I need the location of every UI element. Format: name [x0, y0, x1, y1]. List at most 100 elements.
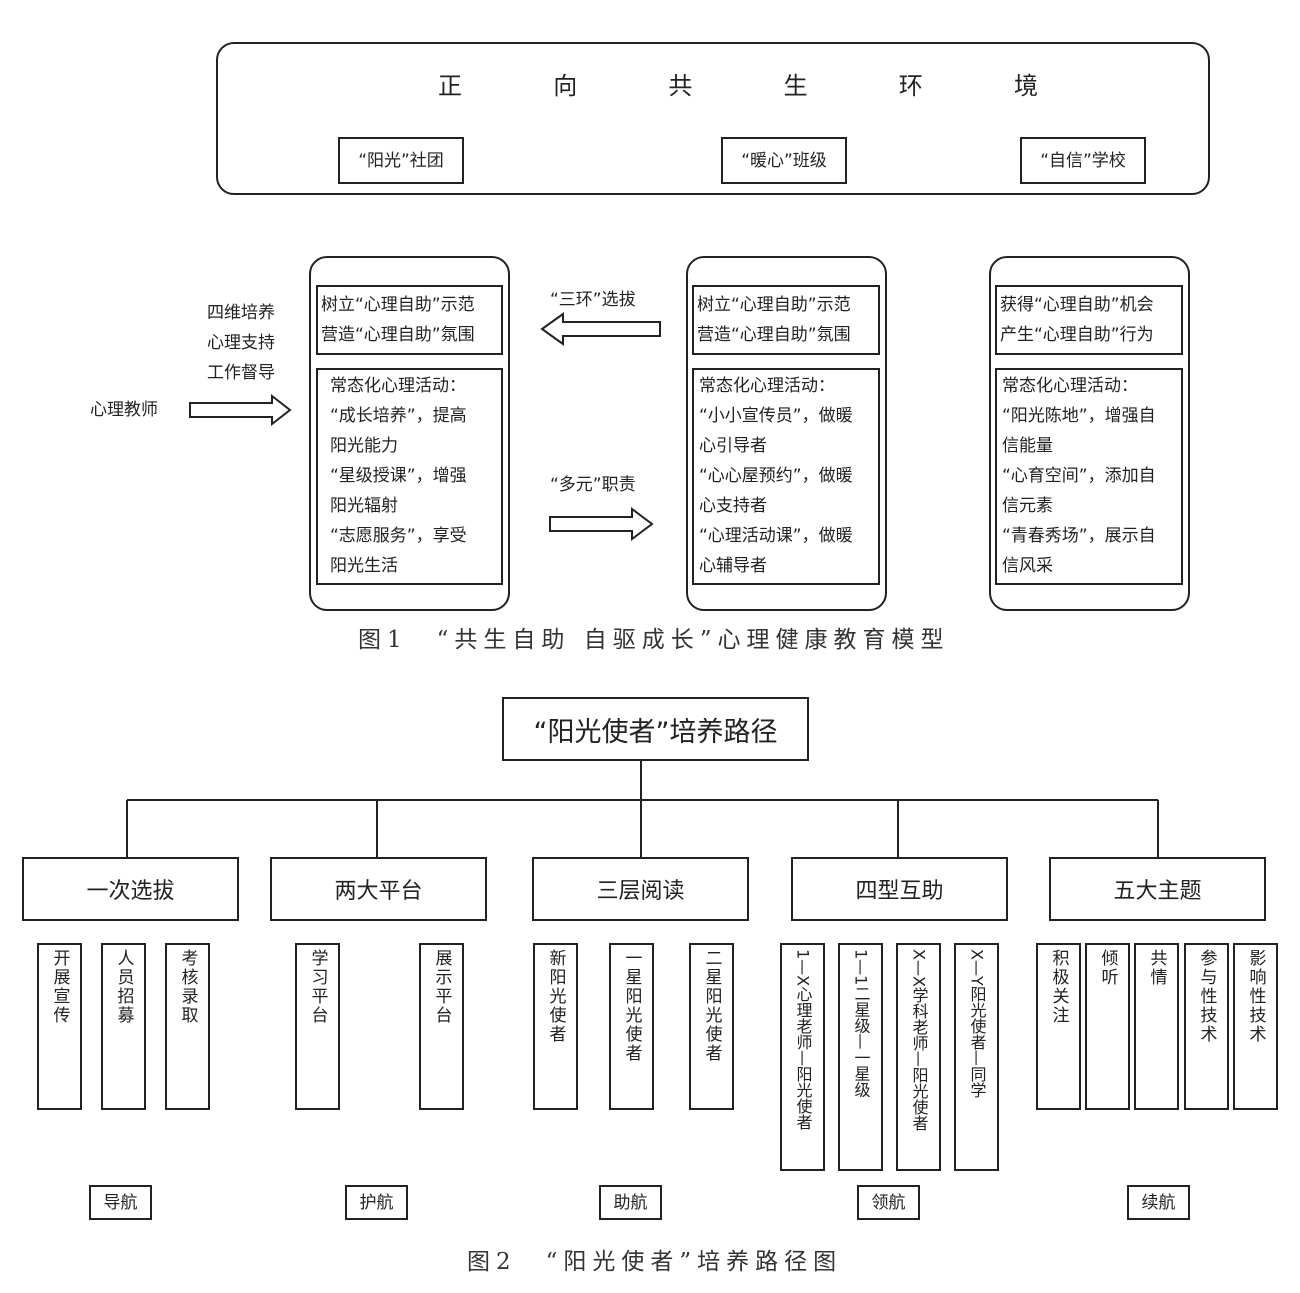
environment-panel: 正 向 共 生 环 境: [216, 42, 1210, 195]
item-box: 二星阳光使者: [689, 943, 734, 1110]
text-line: 获得“心理自助”机会: [1000, 295, 1154, 315]
teacher-arrow: [189, 393, 292, 427]
text-line: 常态化心理活动：: [330, 376, 466, 396]
item-text: 人员招募: [113, 949, 134, 1025]
env-char: 生: [783, 72, 808, 100]
text-line: 树立“心理自助”示范: [321, 295, 475, 315]
column-1: [309, 256, 510, 611]
category-node-1: 一次选拔: [22, 857, 239, 921]
duties-arrow: [549, 507, 654, 541]
item-box: 一星阳光使者: [609, 943, 654, 1110]
column-1-bottom: 常态化心理活动： “成长培养”，提高 阳光能力 “星级授课”，增强 阳光辐射 “…: [316, 368, 503, 585]
item-box: 考核录取: [165, 943, 210, 1110]
footer-label: 导航: [89, 1185, 152, 1220]
env-tag-class: “暖心”班级: [721, 137, 847, 184]
env-char: 环: [898, 72, 923, 100]
item-text: 共情: [1146, 949, 1167, 987]
text-line: 常态化心理活动：: [699, 376, 835, 396]
column-1-top: 树立“心理自助”示范 营造“心理自助”氛围: [316, 285, 503, 355]
figure-2-caption: 图2 “阳光使者”培养路径图: [467, 1249, 843, 1275]
root-node: “阳光使者”培养路径: [502, 697, 809, 761]
item-text: 积极关注: [1048, 949, 1069, 1025]
item-box: 共情: [1134, 943, 1179, 1110]
item-box: 倾听: [1085, 943, 1130, 1110]
item-box: 1—1二星级—一星级: [838, 943, 883, 1171]
text-line: 阳光辐射: [330, 496, 398, 516]
column-3-bottom: 常态化心理活动： “阳光陈地”，增强自 信能量 “心育空间”，添加自 信元素 “…: [995, 368, 1183, 585]
label-line: 心理支持: [207, 333, 275, 353]
text-line: 心支持者: [699, 496, 767, 516]
text-line: 信能量: [1002, 436, 1053, 456]
item-text: X—Y阳光使者—同学: [967, 949, 987, 1098]
item-box: 参与性技术: [1184, 943, 1229, 1110]
env-char: 正: [438, 72, 462, 100]
env-tag-school: “自信”学校: [1020, 137, 1146, 184]
text-line: “成长培养”，提高: [330, 406, 467, 426]
environment-title: 正 向 共 生 环 境: [438, 66, 1038, 101]
item-box: 展示平台: [419, 943, 464, 1110]
item-box: 新阳光使者: [533, 943, 578, 1110]
selection-arrow: [540, 312, 661, 346]
footer-label: 领航: [857, 1185, 920, 1220]
label-line: 工作督导: [207, 363, 275, 383]
item-text: 一星阳光使者: [621, 949, 642, 1063]
column-3-top: 获得“心理自助”机会 产生“心理自助”行为: [995, 285, 1183, 355]
item-box: 人员招募: [101, 943, 146, 1110]
text-line: “星级授课”，增强: [330, 466, 467, 486]
column-2: [686, 256, 887, 611]
text-line: 心辅导者: [699, 556, 767, 576]
item-text: 考核录取: [177, 949, 198, 1025]
text-line: 常态化心理活动：: [1002, 376, 1138, 396]
item-text: 新阳光使者: [545, 949, 566, 1044]
item-text: 1—1二星级—一星级: [851, 949, 871, 1098]
column-2-top: 树立“心理自助”示范 营造“心理自助”氛围: [692, 285, 880, 355]
footer-label: 护航: [345, 1185, 408, 1220]
item-box: X—Y阳光使者—同学: [954, 943, 999, 1171]
item-box: 学习平台: [295, 943, 340, 1110]
text-line: “心理活动课”，做暖: [699, 526, 853, 546]
text-line: 树立“心理自助”示范: [697, 295, 851, 315]
footer-label: 续航: [1127, 1185, 1190, 1220]
text-line: “心心屋预约”，做暖: [699, 466, 853, 486]
text-line: 营造“心理自助”氛围: [697, 325, 851, 345]
item-box: 1—X心理老师—阳光使者: [780, 943, 825, 1171]
column-2-bottom: 常态化心理活动： “小小宣传员”，做暖 心引导者 “心心屋预约”，做暖 心支持者…: [692, 368, 880, 585]
item-text: 倾听: [1097, 949, 1118, 987]
figure-1-caption: 图1 “共生自助 自驱成长”心理健康教育模型: [358, 627, 950, 653]
text-line: 产生“心理自助”行为: [1000, 325, 1154, 345]
item-text: 参与性技术: [1196, 949, 1217, 1044]
item-text: 展示平台: [431, 949, 452, 1025]
text-line: 营造“心理自助”氛围: [321, 325, 475, 345]
category-node-4: 四型互助: [791, 857, 1008, 921]
env-char: 共: [668, 72, 693, 100]
text-line: “心育空间”，添加自: [1002, 466, 1156, 486]
env-char: 境: [1013, 72, 1038, 100]
text-line: “小小宣传员”，做暖: [699, 406, 853, 426]
left-labels: 四维培养 心理支持 工作督导: [207, 298, 297, 388]
category-node-2: 两大平台: [270, 857, 487, 921]
text-line: “阳光陈地”，增强自: [1002, 406, 1156, 426]
item-text: X—X学科老师—阳光使者: [909, 949, 929, 1131]
env-char: 向: [553, 72, 578, 100]
text-line: 信风采: [1002, 556, 1053, 576]
column-3: [989, 256, 1190, 611]
text-line: 心引导者: [699, 436, 767, 456]
item-text: 1—X心理老师—阳光使者: [793, 949, 813, 1131]
selection-label: “三环”选拔: [550, 290, 636, 310]
item-box: 积极关注: [1036, 943, 1081, 1110]
env-tag-club: “阳光”社团: [338, 137, 464, 184]
item-box: 影响性技术: [1233, 943, 1278, 1110]
item-box: 开展宣传: [37, 943, 82, 1110]
text-line: 阳光生活: [330, 556, 398, 576]
item-text: 开展宣传: [49, 949, 70, 1025]
teacher-label: 心理教师: [90, 400, 158, 420]
text-line: 信元素: [1002, 496, 1053, 516]
category-node-3: 三层阅读: [532, 857, 749, 921]
text-line: 阳光能力: [330, 436, 398, 456]
text-line: “志愿服务”，享受: [330, 526, 467, 546]
label-line: 四维培养: [207, 303, 275, 323]
item-box: X—X学科老师—阳光使者: [896, 943, 941, 1171]
text-line: “青春秀场”，展示自: [1002, 526, 1156, 546]
item-text: 影响性技术: [1245, 949, 1266, 1044]
